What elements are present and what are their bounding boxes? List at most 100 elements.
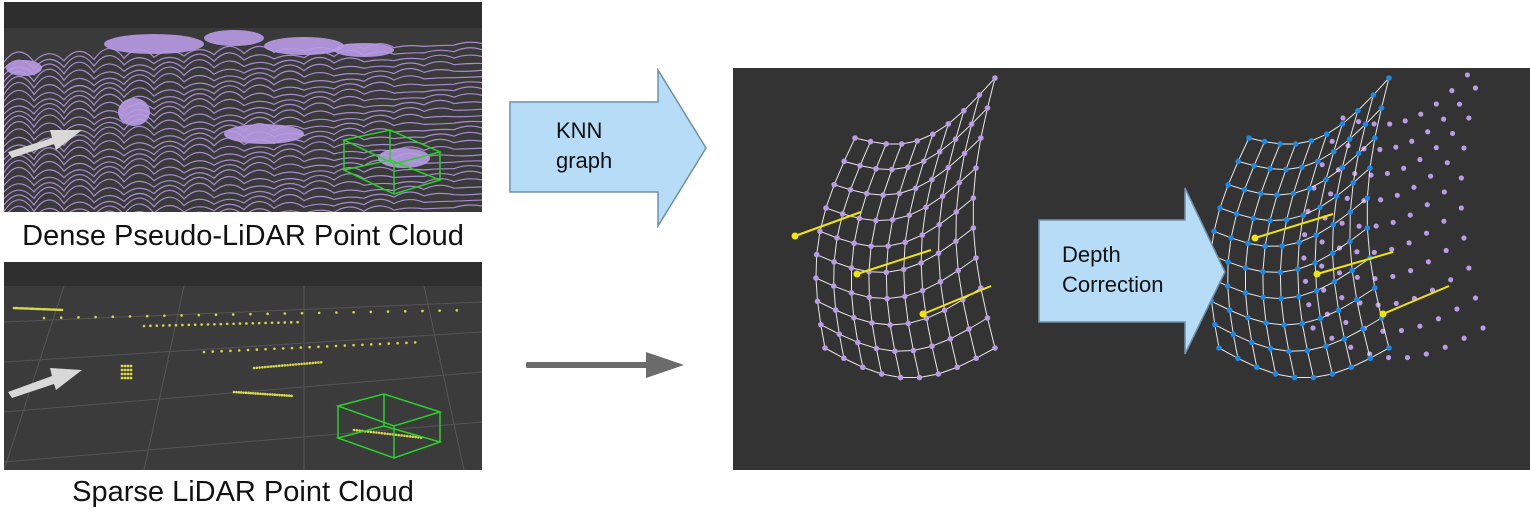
graph-node [1257,190,1264,197]
graph-edge [979,77,996,96]
graph-edge [1269,143,1281,169]
lidar-point [343,344,347,347]
lidar-point [149,324,152,328]
graph-node [1330,221,1337,228]
graph-node [923,315,930,322]
lidar-point [269,365,273,368]
graph-node [1296,239,1302,246]
correction-vectors [791,211,1450,318]
graph-edge [1227,237,1232,263]
graph-edge [836,237,855,244]
original-point [1449,88,1455,94]
graph-node [1367,165,1373,171]
graph-edge [1317,151,1334,162]
graph-edge [1365,107,1382,125]
lidar-point [206,323,210,326]
graph-edge [957,270,964,300]
graph-edge [964,137,982,154]
lidar-point [128,315,132,318]
knn-label-line1: KNN [556,118,603,143]
point-cluster [224,124,304,144]
lidar-point [273,393,277,397]
lidar-point [355,429,359,432]
sparse-lidar-panel [4,262,482,470]
graph-edge [925,195,943,208]
lidar-point [220,349,223,353]
graph-edge [866,168,877,194]
graph-node [1360,326,1366,332]
lidar-point [378,342,382,346]
graph-edge [1262,297,1267,323]
graph-node [1386,75,1392,81]
graph-node [936,148,943,155]
graph-edge [833,285,837,311]
graph-edge [835,310,840,335]
lidar-point [290,346,294,350]
graph-edge [870,220,877,247]
graph-node [984,105,991,111]
graph-edge [972,227,977,259]
graph-edge [833,261,852,269]
correction-vector [1382,285,1450,315]
graph-edge [1253,217,1271,222]
graph-edge [915,161,925,189]
graph-node [910,347,917,354]
graph-node [1277,269,1284,276]
original-point [1390,273,1396,280]
graph-edge [1269,348,1277,375]
lidar-point [386,432,389,436]
graph-edge [944,310,951,339]
graph-node [866,294,873,301]
graph-node [912,185,919,192]
point-cluster [118,98,150,126]
graph-node [1233,211,1240,217]
graph-edge [1358,137,1376,154]
graph-edge [1214,324,1234,335]
graph-edge [968,317,988,330]
graph-edge [886,298,891,326]
graph-edge [894,351,902,378]
graph-node [935,371,942,377]
graph-edge [1228,184,1245,191]
graph-node [1372,285,1378,291]
graph-edge [904,234,923,243]
lidar-point [397,433,401,437]
point-cluster [204,30,264,46]
original-point [1461,335,1467,341]
lidar-point [369,343,373,346]
graph-node [1251,162,1257,169]
lidar-point [286,363,289,367]
graph-edge [825,207,843,215]
graph-edge [1336,182,1354,197]
graph-node [1313,232,1320,238]
graph-edge [853,317,873,324]
lidar-point [54,308,58,311]
lidar-point [225,322,229,326]
lidar-point [22,307,26,310]
graph-node [1347,209,1354,215]
lidar-point [252,366,256,370]
graph-edge [1298,234,1317,243]
graph-node [1372,135,1378,141]
lidar-point [180,314,183,317]
graph-edge [1341,139,1351,168]
graph-node [1283,166,1289,173]
original-point [1433,101,1439,107]
point-cluster [334,43,394,57]
graph-node [873,345,880,352]
graph-edge [1219,207,1237,215]
graph-node [1348,364,1355,371]
graph-node [1346,136,1353,142]
lidar-point [285,394,289,397]
graph-edge [1219,184,1229,209]
graph-edge [868,246,872,272]
lidar-point [289,363,292,367]
bounding-box [335,393,443,459]
graph-node [1355,150,1362,157]
graph-node [973,165,979,171]
graph-node [992,345,998,351]
graph-node [1296,293,1302,300]
correction-vector [794,211,862,237]
graph-edge [892,214,910,221]
graph-node [813,251,820,258]
